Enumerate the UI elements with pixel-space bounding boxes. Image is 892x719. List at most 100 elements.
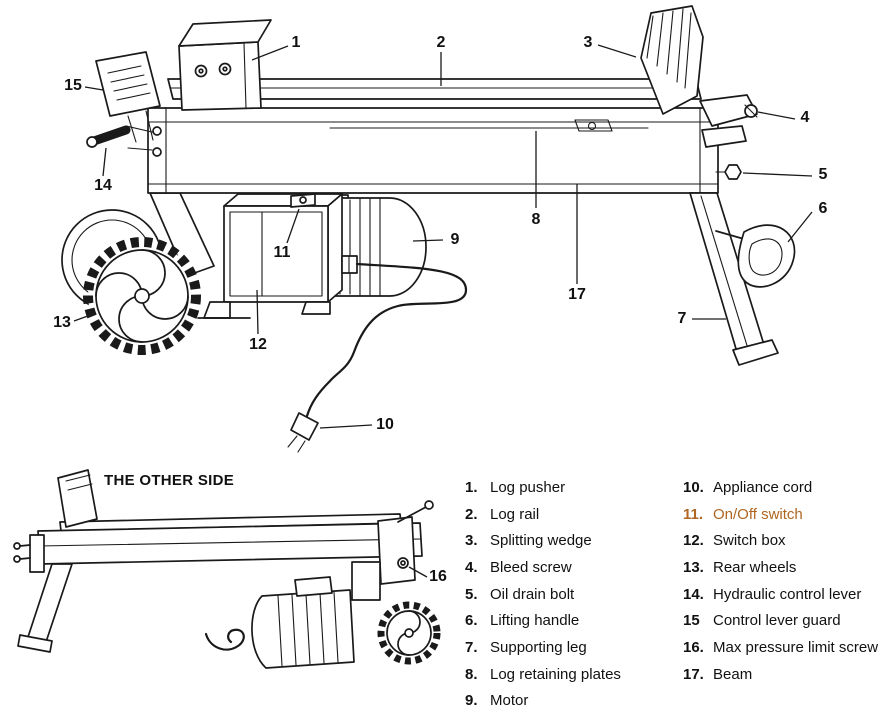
legend-item: 7. Supporting leg [465, 634, 621, 661]
legend-item-number: 7. [465, 638, 478, 656]
legend-item-label: Switch box [713, 532, 786, 550]
rear-wheels-drawing [61, 209, 201, 355]
callout-numbers: 1 2 3 4 5 6 7 8 9 10 11 12 13 14 15 17 [53, 34, 827, 433]
callout-6: 6 [819, 200, 828, 217]
legend-item-highlighted: 11. On/Off switch [683, 501, 878, 528]
legend-item-label: Lifting handle [490, 612, 580, 630]
legend-item-label: Max pressure limit screw [713, 638, 879, 656]
callout-2: 2 [437, 34, 446, 51]
legend-item: 3. Splitting wedge [465, 527, 621, 554]
legend-item-label: Control lever guard [713, 612, 841, 630]
legend-item-label: Log rail [490, 505, 540, 523]
max-pressure-limit-screw-drawing [397, 557, 409, 569]
other-wheel-drawing [377, 601, 441, 665]
callout-8: 8 [532, 211, 541, 228]
legend-item: 17. Beam [683, 661, 878, 688]
callout-15: 15 [64, 77, 82, 94]
legend-column-1: 1. Log pusher 2. Log rail 3. Splitting w… [465, 474, 621, 714]
legend-item-label: Hydraulic control lever [713, 585, 862, 603]
legend-item-number: 2. [465, 505, 478, 523]
callout-11: 11 [274, 244, 291, 261]
legend-item-number: 5. [465, 585, 478, 603]
legend-item: 9. Motor [465, 688, 621, 715]
other-beam-drawing [13, 522, 423, 573]
legend-item: 12. Switch box [683, 527, 878, 554]
legend-item-number: 1. [465, 478, 478, 496]
legend-item-number: 13. [683, 558, 704, 576]
legend-item-number: 12. [683, 532, 704, 550]
on-off-switch-drawing [290, 193, 316, 208]
legend-item-number: 3. [465, 532, 478, 550]
legend-item-number: 8. [465, 665, 478, 683]
control-lever-guard-drawing [95, 51, 161, 143]
other-pump-drawing [351, 561, 381, 601]
callout-7: 7 [678, 310, 687, 327]
legend-item: 13. Rear wheels [683, 554, 878, 581]
beam-drawing [147, 107, 719, 194]
legend-item-label: Motor [490, 692, 529, 710]
other-bracket-drawing [377, 500, 434, 585]
legend-item-number: 14. [683, 585, 704, 603]
other-leader-lines [408, 566, 428, 578]
legend-item: 5. Oil drain bolt [465, 581, 621, 608]
oil-drain-bolt-drawing [715, 164, 742, 180]
legend-item: 15 Control lever guard [683, 607, 878, 634]
legend-item-label: Log retaining plates [490, 665, 621, 683]
callout-4: 4 [801, 109, 810, 126]
legend-item-label: Bleed screw [490, 558, 572, 576]
callout-9: 9 [451, 231, 460, 248]
legend-item-number: 4. [465, 558, 478, 576]
legend-item: 4. Bleed screw [465, 554, 621, 581]
callout-13: 13 [53, 314, 71, 331]
callout-12: 12 [249, 336, 267, 353]
splitting-wedge-drawing [640, 5, 704, 115]
legend-item-number: 6. [465, 612, 478, 630]
callout-10: 10 [376, 416, 394, 433]
log-retaining-plates-drawing [329, 119, 649, 132]
other-motor-drawing [251, 576, 355, 669]
callout-5: 5 [819, 166, 828, 183]
leader-lines [73, 44, 813, 429]
bleed-screw-drawing [699, 94, 758, 148]
legend-item-label: Log pusher [490, 478, 566, 496]
legend-item-label: Supporting leg [490, 638, 587, 656]
legend-item: 1. Log pusher [465, 474, 621, 501]
motor-drawing [329, 197, 427, 297]
legend-item: 8. Log retaining plates [465, 661, 621, 688]
legend-item-label: Splitting wedge [490, 532, 592, 550]
legend-column-2: 10. Appliance cord 11. On/Off switch 12.… [683, 474, 878, 688]
lifting-handle-drawing [715, 224, 796, 288]
hydraulic-control-lever-drawing [86, 125, 153, 151]
callout-17: 17 [568, 286, 586, 303]
legend-item-number: 11. [683, 505, 704, 523]
appliance-cord-drawing [287, 262, 468, 453]
callout-3: 3 [584, 34, 593, 51]
legend-item-number: 15 [683, 612, 700, 630]
legend-item: 6. Lifting handle [465, 607, 621, 634]
legend-item-label: Beam [713, 665, 753, 683]
legend-item-number: 16. [683, 638, 704, 656]
legend-item-label: On/Off switch [713, 505, 803, 523]
legend-item: 2. Log rail [465, 501, 621, 528]
other-leg-drawing [17, 563, 73, 653]
other-side-label: THE OTHER SIDE [104, 472, 235, 489]
other-side-diagram: 16 [13, 469, 447, 669]
legend-item: 10. Appliance cord [683, 474, 878, 501]
legend-item: 14. Hydraulic control lever [683, 581, 878, 608]
callout-14: 14 [94, 177, 112, 194]
switch-box-drawing [197, 193, 358, 319]
supporting-leg-drawing [689, 192, 779, 366]
legend-item-label: Appliance cord [713, 478, 813, 496]
legend-item-number: 9. [465, 692, 478, 710]
legend-item: 16. Max pressure limit screw [683, 634, 878, 661]
log-pusher-drawing [178, 19, 272, 111]
callout-16: 16 [429, 568, 447, 585]
legend-item-label: Oil drain bolt [490, 585, 575, 603]
callout-1: 1 [292, 34, 301, 51]
other-wedge-drawing [57, 469, 98, 528]
legend-item-number: 10. [683, 478, 704, 496]
main-diagram: 1 2 3 4 5 6 7 8 9 10 11 12 13 14 15 17 [53, 5, 828, 453]
other-cord-drawing [204, 628, 245, 651]
